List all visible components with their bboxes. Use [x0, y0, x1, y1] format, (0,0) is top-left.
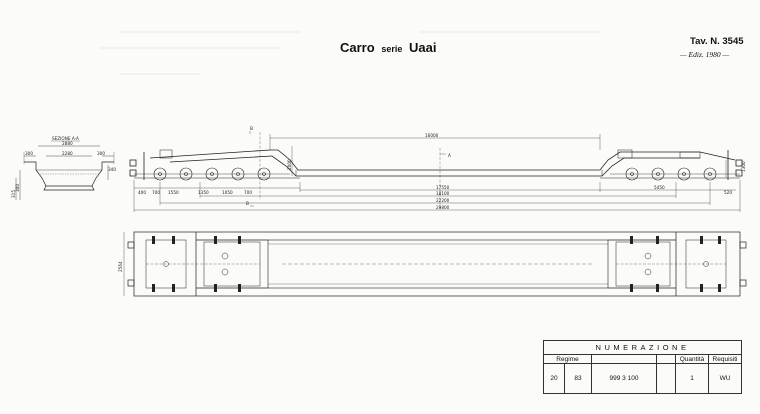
section-dim-height-a: 300 — [15, 184, 20, 192]
dim-overall-top: 16000 — [425, 133, 439, 138]
dim-29800: 29800 — [436, 205, 450, 210]
section-dim-height-b: 315 — [11, 190, 16, 198]
val-regime-a: 20 — [543, 363, 565, 394]
val-quantita: 1 — [675, 363, 709, 394]
section-dim-top: 2880 — [62, 141, 73, 146]
section-label: SEZIONE A-A — [52, 136, 79, 141]
plan-view-circles — [163, 252, 709, 276]
section-a-a — [15, 145, 115, 200]
drawing-title: Carro serie Uaai — [340, 40, 436, 55]
numerazione-table: NUMERAZIONE Regime Quantità Requisiti 20… — [543, 340, 742, 394]
plan-view-wheelsets — [152, 236, 721, 292]
cut-label-b-bottom: B — [246, 201, 249, 206]
side-view — [129, 132, 743, 210]
cut-label-b-top: B — [250, 126, 253, 131]
col-check-blank — [656, 354, 676, 364]
val-requisiti: WU — [708, 363, 742, 394]
dim-row1-1: 700 — [152, 190, 160, 195]
plan-width-dim: 2564 — [118, 261, 123, 272]
side-view-dimensions — [133, 131, 741, 212]
plan-view — [123, 231, 747, 297]
section-dim-right-step: 300 — [97, 151, 105, 156]
col-number-blank — [591, 354, 657, 364]
dim-520: 520 — [724, 190, 732, 195]
dim-row1-4: 1050 — [222, 190, 233, 195]
section-dim-left-step: 300 — [25, 151, 33, 156]
dim-22200: 22200 — [436, 198, 450, 203]
val-check-blank — [656, 363, 676, 394]
numerazione-header: NUMERAZIONE — [543, 340, 742, 355]
dim-row1-0: 400 — [138, 190, 146, 195]
dim-right-height: 1300 — [741, 161, 746, 172]
title-middle: serie — [381, 44, 403, 54]
dims-row1: 400 700 1550 1350 1050 700 — [138, 190, 252, 195]
col-regime: Regime — [543, 354, 592, 364]
title-series: Uaai — [408, 40, 437, 55]
col-quantita: Quantità — [675, 354, 709, 364]
val-regime-b: 83 — [564, 363, 592, 394]
side-view-wheels — [153, 167, 717, 181]
section-dim-inner: 2280 — [62, 151, 73, 156]
title-prefix: Carro — [340, 40, 375, 55]
col-requisiti: Requisiti — [708, 354, 742, 364]
plate-edition: — Ediz. 1980 — — [680, 50, 730, 59]
dim-row1-5: 700 — [244, 190, 252, 195]
dim-5450: 5450 — [654, 185, 665, 190]
dim-row1-3: 1350 — [198, 190, 209, 195]
cut-label-a: A — [448, 153, 451, 158]
section-dim-side: 340 — [108, 167, 116, 172]
val-number: 999 3 100 — [591, 363, 657, 394]
dim-deck-height: 2000 — [287, 159, 292, 170]
dim-row1-2: 1550 — [168, 190, 179, 195]
dim-18100: 18100 — [436, 191, 450, 196]
paper-bleed — [100, 31, 600, 75]
plate-number: Tav. N. 3545 — [690, 36, 744, 47]
dim-17550: 17550 — [436, 185, 450, 190]
